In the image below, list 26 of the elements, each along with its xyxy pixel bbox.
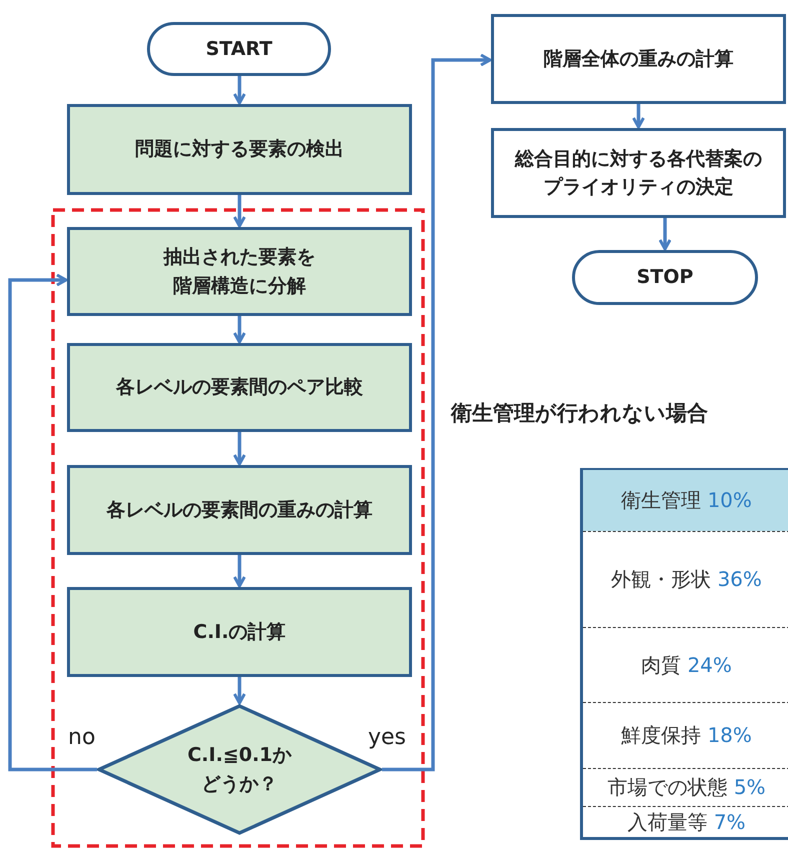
process-box: 各レベルの要素間の重みの計算 — [67, 465, 412, 555]
process-box: 抽出された要素を階層構造に分解 — [67, 227, 412, 316]
arrow — [233, 316, 246, 344]
edge-label: no — [68, 725, 96, 750]
table-cell: 鮮度保持 18% — [583, 702, 788, 768]
process-box: 総合目的に対する各代替案のプライオリティの決定 — [491, 128, 786, 218]
arrow — [658, 218, 672, 250]
edge-label: yes — [368, 725, 406, 750]
table-cell: 入荷量等 7% — [583, 806, 788, 838]
table-cell: 衛生管理 10% — [583, 470, 788, 531]
arrow — [8, 274, 97, 772]
table-cell: 市場での状態 5% — [583, 768, 788, 806]
arrow — [382, 54, 492, 772]
process-box: 階層全体の重みの計算 — [491, 14, 786, 104]
table-title: 衛生管理が行われない場合 — [451, 400, 708, 427]
table-cell: 肉質 24% — [583, 627, 788, 702]
arrow — [632, 104, 645, 128]
process-box: 問題に対する要素の検出 — [67, 104, 412, 195]
process-box: C.I.の計算 — [67, 587, 412, 677]
arrow — [233, 677, 246, 704]
arrow — [233, 555, 246, 588]
table-cell: 外観・形状 36% — [583, 531, 788, 627]
arrow — [233, 432, 246, 466]
arrow — [233, 195, 246, 228]
process-box: 各レベルの要素間のペア比較 — [67, 343, 412, 432]
arrow — [233, 76, 246, 104]
